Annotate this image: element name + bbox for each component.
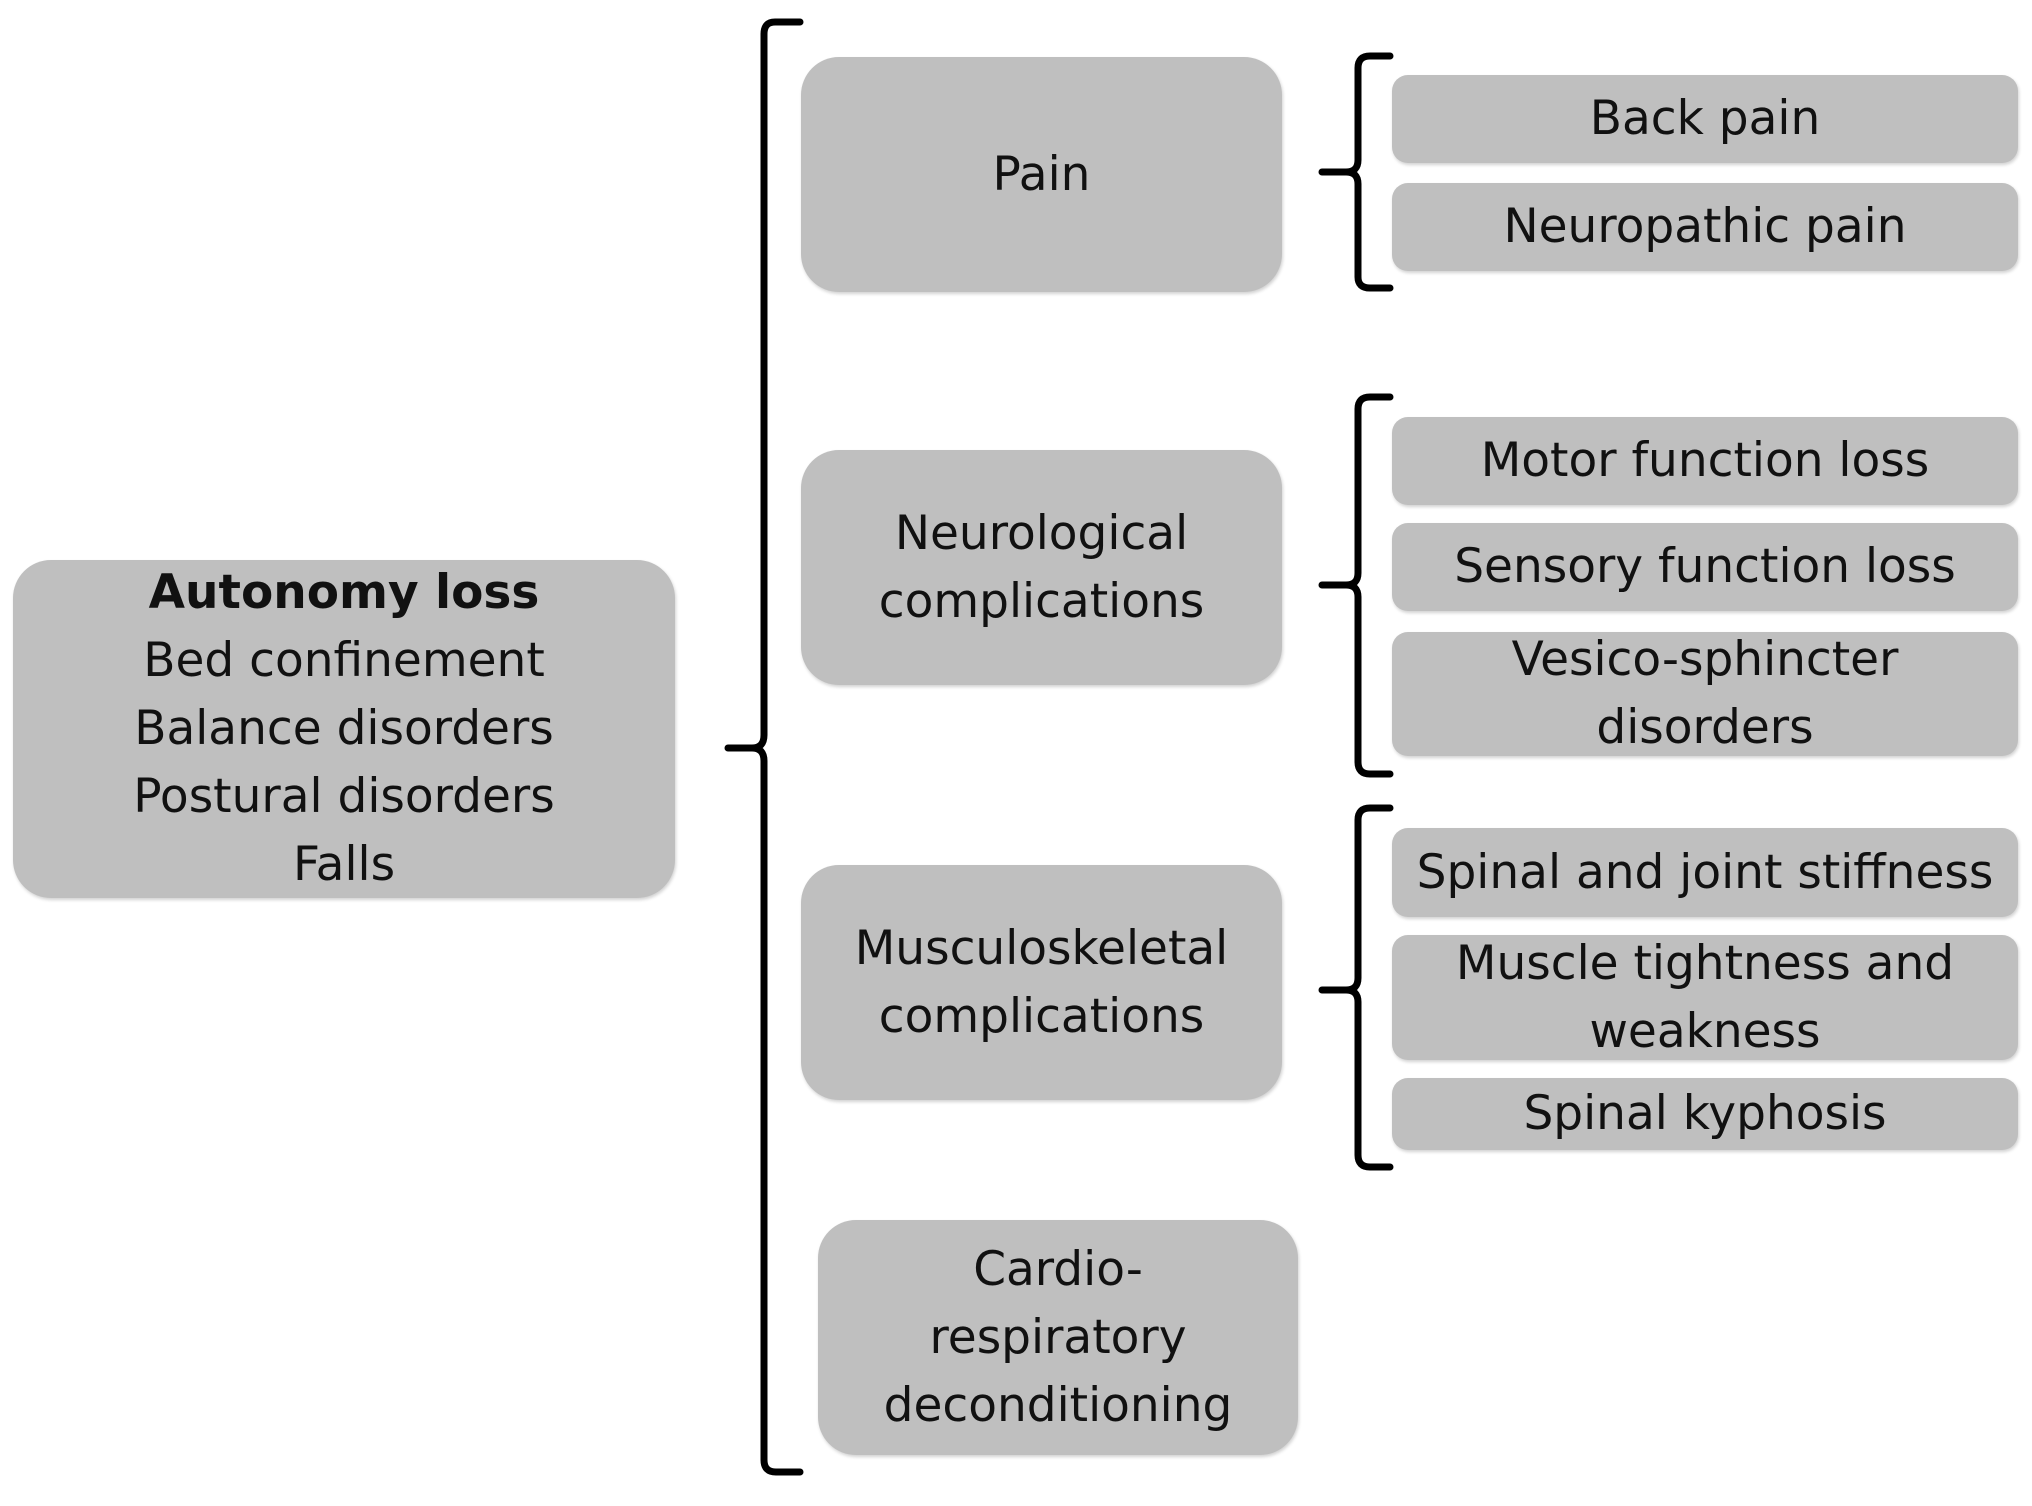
category-label: deconditioning bbox=[883, 1377, 1233, 1433]
subitem-label: Spinal kyphosis bbox=[1523, 1086, 1887, 1141]
root-item: Bed confinement bbox=[143, 633, 545, 688]
subitem-label: Muscle tightness and bbox=[1455, 935, 1955, 991]
subitem-label: disorders bbox=[1596, 700, 1814, 755]
subitem-label: weakness bbox=[1589, 1003, 1821, 1059]
subitem-box-vesico-sphincter-disorders: Vesico-sphincter disorders bbox=[1392, 632, 2018, 756]
subitem-label: Vesico-sphincter bbox=[1511, 632, 1899, 687]
subitem-box-neuropathic-pain: Neuropathic pain bbox=[1392, 183, 2018, 271]
category-box-pain: Pain bbox=[801, 57, 1282, 292]
subitem-box-motor-function-loss: Motor function loss bbox=[1392, 417, 2018, 505]
musculoskeletal-bracket bbox=[1318, 804, 1394, 1171]
category-label: Musculoskeletal bbox=[854, 920, 1229, 976]
category-label: respiratory bbox=[929, 1309, 1187, 1365]
category-box-cardiorespiratory: Cardio- respiratory deconditioning bbox=[818, 1220, 1298, 1455]
root-item: Balance disorders bbox=[134, 701, 554, 756]
subitem-box-spinal-kyphosis: Spinal kyphosis bbox=[1392, 1078, 2018, 1150]
main-bracket bbox=[724, 18, 804, 1476]
pain-bracket bbox=[1318, 52, 1394, 292]
root-title: Autonomy loss bbox=[148, 565, 540, 620]
category-box-musculoskeletal: Musculoskeletal complications bbox=[801, 865, 1282, 1100]
subitem-label: Spinal and joint stiffness bbox=[1416, 844, 1994, 900]
category-label: Neurological bbox=[894, 505, 1189, 561]
subitem-label: Motor function loss bbox=[1480, 433, 1930, 488]
subitem-box-sensory-function-loss: Sensory function loss bbox=[1392, 523, 2018, 611]
subitem-box-spinal-joint-stiffness: Spinal and joint stiffness bbox=[1392, 828, 2018, 917]
subitem-box-back-pain: Back pain bbox=[1392, 75, 2018, 163]
subitem-label: Back pain bbox=[1589, 91, 1821, 146]
root-box-autonomy-loss: Autonomy loss Bed confinement Balance di… bbox=[13, 560, 675, 898]
subitem-label: Sensory function loss bbox=[1454, 539, 1956, 594]
category-label: Pain bbox=[992, 146, 1091, 202]
neurological-bracket bbox=[1318, 393, 1394, 778]
root-item: Postural disorders bbox=[133, 769, 555, 824]
category-label: complications bbox=[878, 988, 1205, 1044]
category-box-neurological: Neurological complications bbox=[801, 450, 1282, 685]
root-item: Falls bbox=[292, 837, 396, 892]
category-label: complications bbox=[878, 573, 1205, 629]
category-label: Cardio- bbox=[973, 1241, 1143, 1297]
subitem-label: Neuropathic pain bbox=[1503, 199, 1907, 254]
subitem-box-muscle-tightness-weakness: Muscle tightness and weakness bbox=[1392, 935, 2018, 1060]
